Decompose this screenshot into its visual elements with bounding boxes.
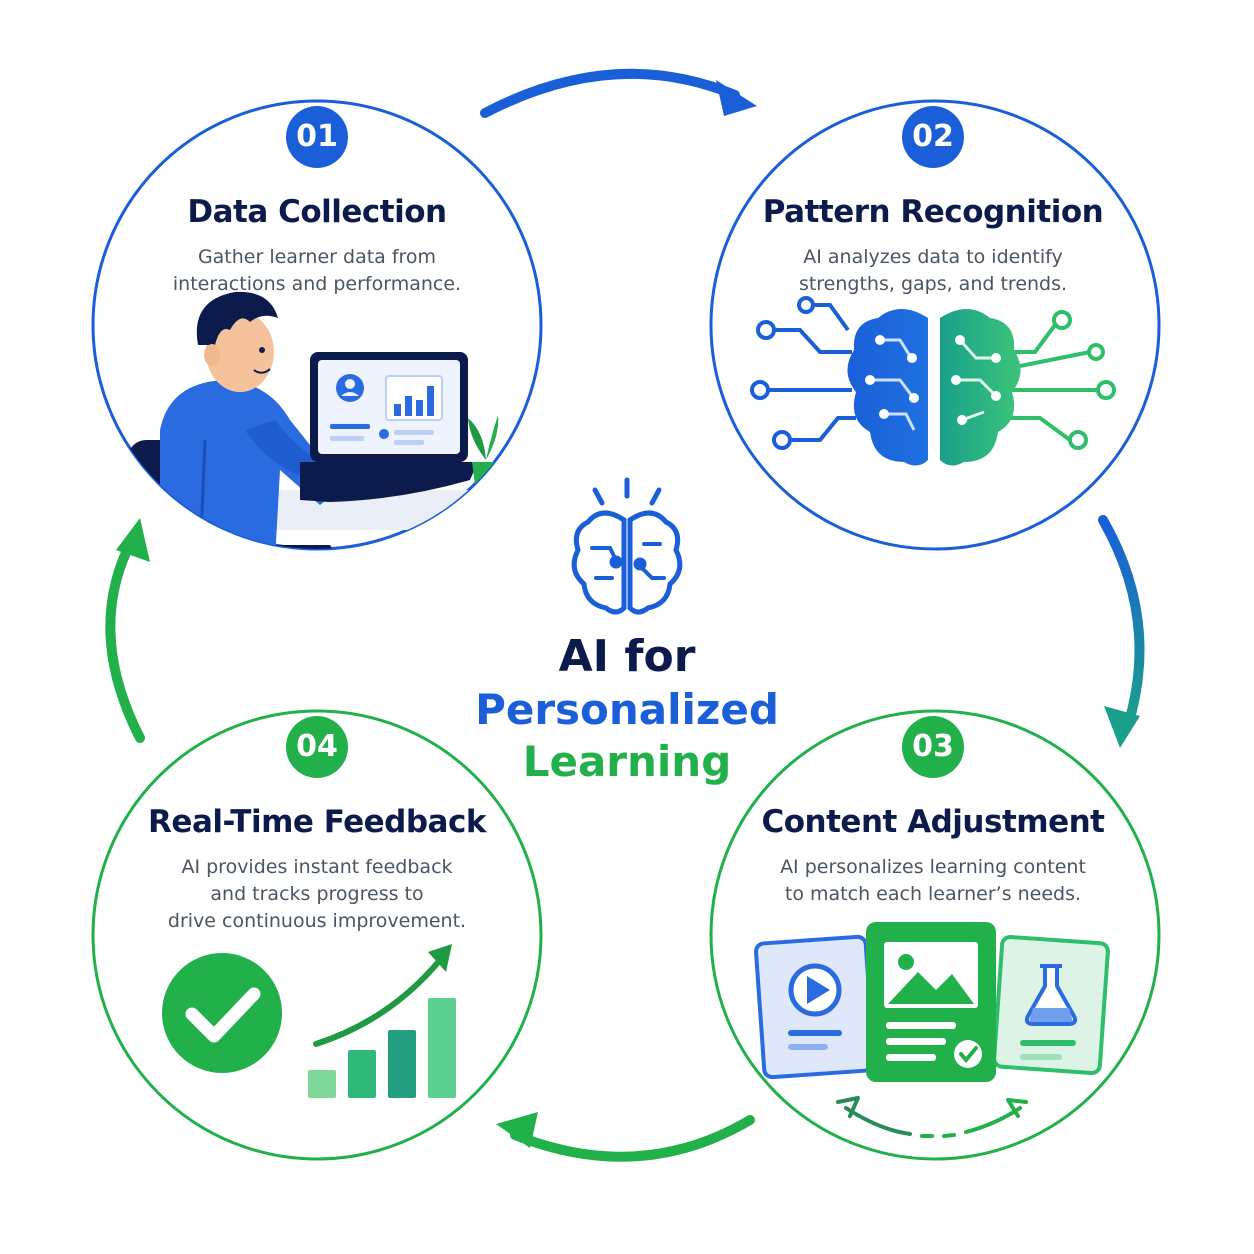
image-card bbox=[866, 922, 996, 1082]
learner-at-laptop-illustration bbox=[128, 291, 500, 549]
step-2-desc-line-1: AI analyzes data to identify bbox=[803, 246, 1063, 268]
step-4-circle bbox=[91, 709, 543, 1161]
step-2-desc-line-2: strengths, gaps, and trends. bbox=[798, 273, 1068, 295]
step-4-badge: 04 bbox=[286, 716, 348, 778]
arrow-2-to-3 bbox=[1098, 515, 1145, 748]
step-4-desc-line-3: drive continuous improvement. bbox=[167, 910, 467, 932]
step-2-pattern-recognition: 02 Pattern Recognition AI analyzes data … bbox=[723, 106, 1143, 298]
step-2-title: Pattern Recognition bbox=[762, 194, 1104, 230]
step-2-circle bbox=[709, 99, 1161, 551]
step-1-data-collection: 01 Data Collection Gather learner data f… bbox=[107, 106, 527, 298]
center-title-line-3: Learning bbox=[522, 737, 732, 786]
video-card bbox=[753, 934, 877, 1080]
checkmark-and-growth-chart bbox=[162, 944, 456, 1098]
step-3-content-adjustment: 03 Content Adjustment AI personalizes le… bbox=[723, 716, 1143, 908]
step-3-desc-line-1: AI personalizes learning content bbox=[780, 856, 1086, 878]
center-title-line-1: AI for bbox=[558, 631, 696, 682]
swap-arrows-icon bbox=[836, 1096, 1028, 1138]
step-1-desc-line-1: Gather learner data from bbox=[197, 246, 437, 268]
content-cards-illustration bbox=[753, 922, 1110, 1138]
step-3-title: Content Adjustment bbox=[761, 804, 1105, 840]
arrow-4-to-1 bbox=[105, 518, 150, 743]
circuit-brain-icon bbox=[750, 296, 1116, 466]
step-1-description: Gather learner data from interactions an… bbox=[137, 244, 497, 298]
growth-bar-1 bbox=[308, 1070, 336, 1098]
step-1-badge: 01 bbox=[286, 106, 348, 168]
step-3-badge: 03 bbox=[902, 716, 964, 778]
arrow-1-to-2 bbox=[480, 68, 757, 118]
step-3-desc-line-2: to match each learner’s needs. bbox=[784, 883, 1082, 905]
step-3-description: AI personalizes learning content to matc… bbox=[753, 854, 1113, 908]
checkmark-icon bbox=[162, 953, 282, 1073]
arrow-3-to-4 bbox=[496, 1112, 755, 1162]
growth-bar-3 bbox=[388, 1030, 416, 1098]
growth-bar-2 bbox=[348, 1050, 376, 1098]
step-4-desc-line-1: AI provides instant feedback bbox=[181, 856, 453, 878]
center-title: AI for Personalized Learning bbox=[427, 630, 827, 788]
step-3-circle bbox=[709, 709, 1161, 1161]
step-4-description: AI provides instant feedback and tracks … bbox=[137, 854, 497, 935]
step-4-title: Real-Time Feedback bbox=[148, 804, 486, 840]
step-4-desc-line-2: and tracks progress to bbox=[210, 883, 424, 905]
flask-card bbox=[992, 934, 1110, 1076]
growth-bar-4 bbox=[428, 998, 456, 1098]
center-title-line-2: Personalized bbox=[475, 685, 779, 734]
step-1-title: Data Collection bbox=[187, 194, 447, 230]
step-4-real-time-feedback: 04 Real-Time Feedback AI provides instan… bbox=[107, 716, 527, 935]
center-brain-icon bbox=[571, 477, 683, 615]
growth-arrow-icon bbox=[313, 957, 443, 1047]
step-2-description: AI analyzes data to identify strengths, … bbox=[753, 244, 1113, 298]
step-2-badge: 02 bbox=[902, 106, 964, 168]
step-1-desc-line-2: interactions and performance. bbox=[172, 273, 462, 295]
